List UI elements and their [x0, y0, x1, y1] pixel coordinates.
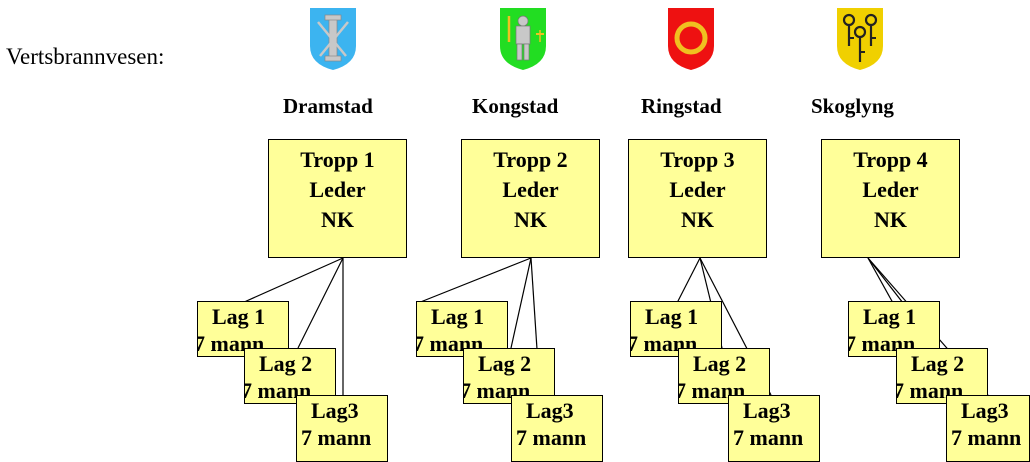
troop-nk: NK — [321, 207, 354, 232]
troop-leader: Leder — [862, 177, 919, 202]
lag-box-4-1: Lag 1 7 mann — [848, 301, 940, 357]
lag-crew: 7 mann — [951, 425, 1022, 450]
lag-box-1-1: Lag 1 7 mann — [197, 301, 289, 357]
troop-box-4: Tropp 4 Leder NK — [821, 139, 960, 258]
host-fire-department-label: Vertsbrannvesen: — [6, 44, 165, 69]
ring-crest-icon — [668, 8, 714, 70]
troop-leader: Leder — [669, 177, 726, 202]
troop-title: Tropp 1 — [300, 147, 375, 172]
troop-box-2: Tropp 2 Leder NK — [461, 139, 600, 258]
lag-box-1-3: Lag3 7 mann — [296, 395, 388, 462]
lag-box-3-3: Lag3 7 mann — [728, 395, 820, 462]
knight-crest-icon — [500, 8, 546, 70]
lag-name: Lag 1 — [645, 304, 699, 329]
troop-title: Tropp 2 — [493, 147, 568, 172]
lag-box-2-3: Lag3 7 mann — [511, 395, 603, 462]
lag-crew: 7 mann — [516, 425, 587, 450]
city-name-skoglyng: Skoglyng — [811, 94, 894, 118]
troop-title: Tropp 3 — [660, 147, 735, 172]
city-name-dramstad: Dramstad — [283, 94, 373, 118]
troop-box-1: Tropp 1 Leder NK — [268, 139, 407, 258]
lag-crew: 7 mann — [733, 425, 804, 450]
lag-name: Lag 2 — [693, 351, 747, 376]
lag-box-2-1: Lag 1 7 mann — [416, 301, 508, 357]
keys-crest-icon — [837, 8, 883, 70]
troop-leader: Leder — [502, 177, 559, 202]
lag-name: Lag 2 — [478, 351, 532, 376]
troop-nk: NK — [681, 207, 714, 232]
lag-name: Lag3 — [526, 398, 574, 423]
city-name-kongstad: Kongstad — [472, 94, 559, 118]
lag-name: Lag 1 — [431, 304, 485, 329]
lag-name: Lag 2 — [911, 351, 965, 376]
troop-title: Tropp 4 — [853, 147, 928, 172]
lag-name: Lag 1 — [863, 304, 917, 329]
troop-leader: Leder — [309, 177, 366, 202]
lag-name: Lag 1 — [212, 304, 266, 329]
lag-box-3-1: Lag 1 7 mann — [630, 301, 722, 357]
pillar-crest-icon — [310, 8, 356, 70]
lag-name: Lag3 — [743, 398, 791, 423]
troop-nk: NK — [514, 207, 547, 232]
lag-name: Lag3 — [961, 398, 1009, 423]
lag-box-4-3: Lag3 7 mann — [946, 395, 1030, 462]
lag-name: Lag3 — [311, 398, 359, 423]
lag-name: Lag 2 — [259, 351, 313, 376]
troop-nk: NK — [874, 207, 907, 232]
lag-box-4-2: Lag 2 7 mann — [896, 348, 988, 404]
troop-box-3: Tropp 3 Leder NK — [628, 139, 767, 258]
lag-crew: 7 mann — [301, 425, 372, 450]
city-name-ringstad: Ringstad — [641, 94, 722, 118]
